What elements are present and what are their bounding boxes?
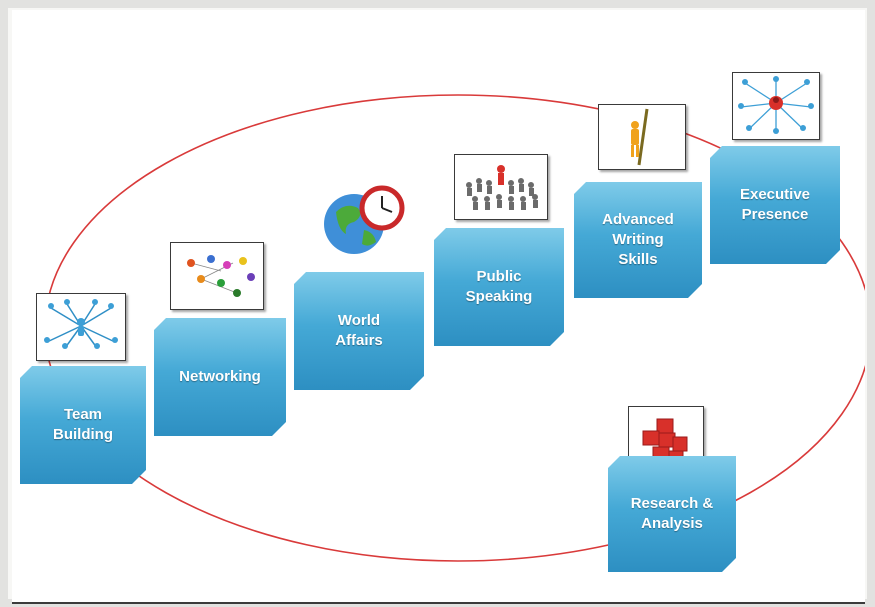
public-speaking-label: Public Speaking [465, 268, 533, 305]
crowd-speaker-icon [454, 154, 548, 220]
research-analysis-label: Research & Analysis [630, 495, 714, 532]
executive-presence-node[interactable]: Executive Presence [710, 146, 840, 264]
diagram-canvas: Team Building Networking [12, 10, 865, 604]
world-affairs-label: World Affairs [335, 312, 383, 349]
research-analysis-node[interactable]: Research & Analysis [608, 456, 736, 572]
networking-label: Networking [179, 368, 261, 385]
hub-leader-icon [732, 72, 820, 140]
globe-clock-icon [320, 178, 408, 260]
advanced-writing-label: Advanced Writing Skills [602, 211, 674, 268]
public-speaking-node[interactable]: Public Speaking [434, 228, 564, 346]
advanced-writing-node[interactable]: Advanced Writing Skills [574, 182, 702, 298]
team-building-label: Team Building [53, 406, 113, 443]
team-network-icon [36, 293, 126, 361]
world-affairs-node[interactable]: World Affairs [294, 272, 424, 390]
people-network-icon [170, 242, 264, 310]
pencil-figure-icon [598, 104, 686, 170]
executive-presence-label: Executive Presence [739, 186, 811, 223]
networking-node[interactable]: Networking [154, 318, 286, 436]
team-building-node[interactable]: Team Building [20, 366, 146, 484]
